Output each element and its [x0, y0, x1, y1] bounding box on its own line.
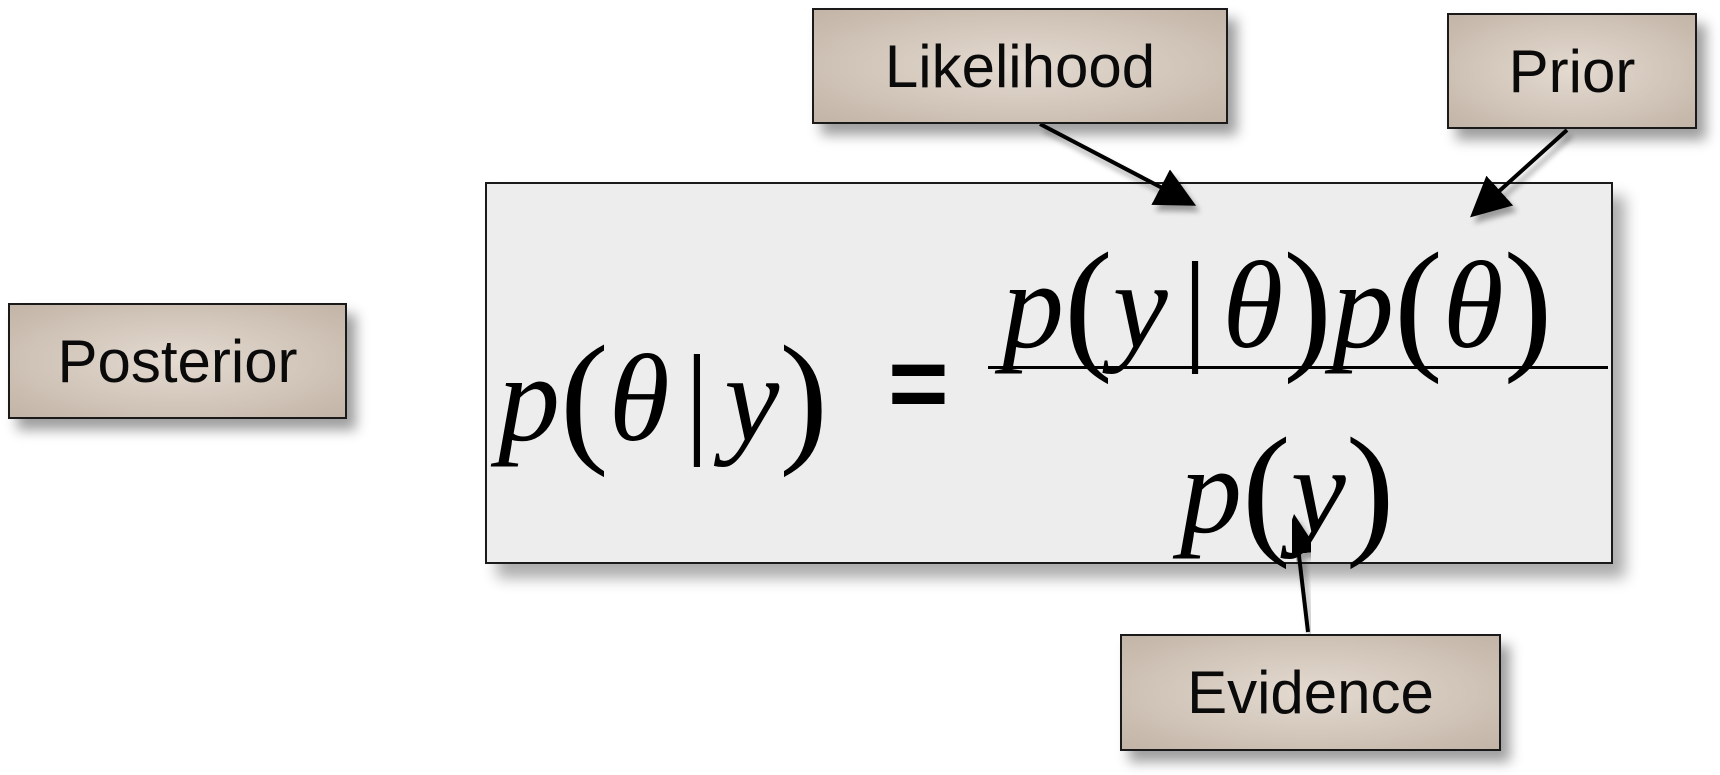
num-close-paren-2: ): [1503, 222, 1553, 385]
evidence-arrow: [1278, 514, 1319, 633]
lhs-y: y: [724, 330, 780, 467]
num-y: y: [1112, 237, 1168, 374]
equation-box: [485, 182, 1613, 564]
lhs-open-paren: (: [560, 315, 609, 478]
den-close-paren: ): [1345, 407, 1395, 570]
posterior-label: Posterior: [8, 303, 347, 419]
num-p1: p: [1002, 237, 1064, 374]
fraction-line: [988, 366, 1608, 369]
prior-label: Prior: [1447, 13, 1697, 129]
num-close-paren-1: ): [1283, 222, 1333, 385]
likelihood-arrow: [1039, 122, 1197, 206]
num-open-paren-1: (: [1064, 222, 1113, 385]
num-open-paren-2: (: [1394, 222, 1443, 385]
numerator-expression: p(y|θ)p(θ): [1002, 225, 1552, 377]
equals-sign: =: [888, 326, 949, 442]
prior-arrow: [1470, 128, 1569, 218]
den-p: p: [1180, 422, 1242, 559]
num-theta-2: θ: [1442, 237, 1504, 374]
evidence-label: Evidence: [1120, 634, 1501, 751]
num-theta-1: θ: [1222, 237, 1284, 374]
num-p2: p: [1332, 237, 1395, 374]
denominator-expression: p(y): [1180, 410, 1395, 562]
likelihood-label: Likelihood: [812, 8, 1228, 124]
lhs-theta: θ: [608, 330, 670, 467]
lhs-bar: |: [684, 330, 710, 467]
lhs-close-paren: ): [779, 315, 829, 478]
num-bar: |: [1182, 237, 1208, 374]
posterior-expression: p(θ|y): [498, 318, 828, 470]
